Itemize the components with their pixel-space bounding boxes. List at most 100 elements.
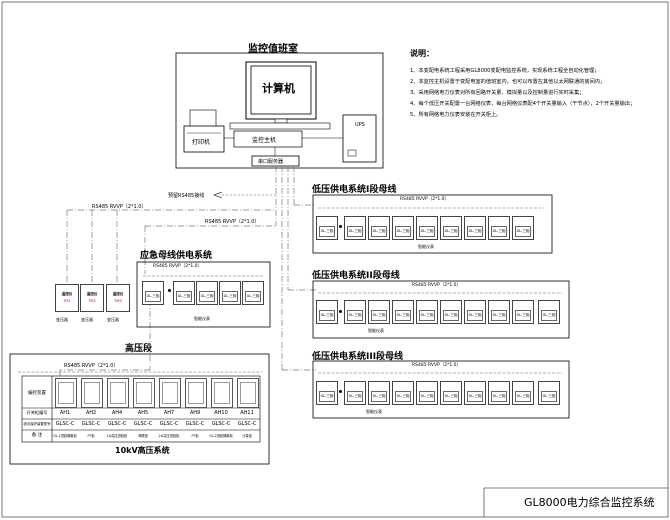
emergency-meter: GL-三相	[219, 281, 241, 305]
low3-meter: GL-三相	[392, 381, 414, 405]
temperature-controller-tm2: 温控仪 TM2	[80, 284, 104, 312]
hv-row-label: 开关柜编号	[26, 410, 48, 415]
low3-bus-label: RS485 RVVP（2*1.0）	[412, 363, 462, 368]
low1-meter: GL-三相	[392, 216, 414, 240]
transformer-caption: 变压器	[81, 317, 93, 322]
note-item: 1、本变配电系统工程采用GL8000变配电监控系统，实现系统工程全自动化管理；	[410, 68, 600, 74]
hv-cabinet-note: 2#高压进线柜	[158, 434, 180, 438]
low1-caption: 智能仪表	[418, 244, 434, 249]
meter-label: GL-三相	[347, 391, 363, 402]
hv-cabinet-id: AH2	[85, 410, 97, 416]
computer-label: 计算机	[262, 82, 295, 95]
device-tag: TM3	[114, 299, 122, 303]
meter-label: GL-三相	[347, 226, 363, 237]
hv-cabinet-note: GL-2进线隔离柜	[209, 434, 233, 438]
junction-dot	[339, 225, 342, 228]
serial-server-label: 串口服务器	[258, 159, 284, 165]
meter-label: GL-三相	[491, 391, 507, 402]
hv-cabinet-id: AH4	[111, 410, 123, 416]
low3-meter: GL-三相	[316, 381, 338, 405]
meter-label: GL-三相	[319, 391, 335, 402]
rs485-left-label: RS485 RVVP（2*1.0）	[92, 204, 147, 210]
low3-meter: GL-三相	[368, 381, 390, 405]
hv-title: 高压段	[125, 344, 153, 354]
meter-label: GL-三相	[443, 310, 459, 321]
hv-cabinet-note: GL-1进线隔离柜	[53, 434, 77, 438]
device-tag: TM1	[63, 299, 71, 303]
meter-label: GL-三相	[371, 226, 387, 237]
meter-label: GL-三相	[541, 310, 557, 321]
hv-cabinet-model: GLSC-C	[133, 421, 153, 427]
meter-label: GL-三相	[176, 291, 192, 302]
meter-label: GL-三相	[467, 310, 483, 321]
host-label: 监控主机	[252, 137, 277, 144]
hv-cabinet-note: PT柜	[87, 434, 95, 438]
low1-meter: GL-三相	[368, 216, 390, 240]
meter-label: GL-三相	[443, 226, 459, 237]
meter-label: GL-三相	[467, 226, 483, 237]
meter-label: GL-三相	[199, 291, 215, 302]
low3-caption: 智能仪表	[366, 409, 382, 414]
low1-meter: GL-三相	[440, 216, 462, 240]
hv-cabinet-model: GLSC-C	[55, 421, 75, 427]
note-item: 5、所有网络电力仪表安装在开关柜上。	[410, 112, 502, 118]
hv-row-label: 综合保护装置型号	[23, 422, 51, 426]
emergency-meter: GL-三相	[242, 281, 264, 305]
low3-meter: GL-三相	[440, 381, 462, 405]
emergency-meter: GL-三相	[196, 281, 218, 305]
hv-protection-device	[211, 378, 233, 408]
hv-cabinet-id: AH7	[163, 410, 175, 416]
hv-bus-label: RS485 RVVP（2*1.0）	[64, 363, 119, 369]
low1-bus-label: RS485 RVVP（2*1.0）	[400, 197, 450, 202]
low3-meter: GL-三相	[488, 381, 510, 405]
rs485-trunk	[59, 166, 316, 376]
hv-protection-device	[159, 378, 181, 408]
emergency-caption: 智能仪表	[194, 316, 210, 321]
meter-label: GL-三相	[395, 391, 411, 402]
meter-label: GL-三相	[319, 226, 335, 237]
hv-cabinet-note: PT柜	[191, 434, 199, 438]
hv-row-label: 编控装置	[28, 391, 46, 396]
hv-cabinet-model: GLSC-C	[81, 421, 101, 427]
emergency-meter: GL-三相	[173, 281, 195, 305]
hv-system-name: 10kV高压系统	[115, 446, 170, 455]
emergency-bus-label: RS485 RVVP（2*1.0）	[153, 264, 203, 269]
hv-cabinet-id: AH11	[240, 410, 254, 416]
hv-cabinet-id: AH10	[214, 410, 228, 416]
meter-label: GL-三相	[443, 391, 459, 402]
hv-cabinet-note: 1#高压进线柜	[106, 434, 128, 438]
meter-label: GL-三相	[491, 226, 507, 237]
meter-label: GL-三相	[395, 310, 411, 321]
low2-meter: GL-三相	[512, 300, 534, 324]
low2-meter: GL-三相	[440, 300, 462, 324]
low3-meter: GL-三相	[512, 381, 534, 405]
low1-box	[312, 194, 553, 254]
low1-meter: GL-三相	[416, 216, 438, 240]
reserved-rs485-label: 预留RS485接线	[168, 193, 205, 199]
junction-dot	[339, 310, 342, 313]
meter-label: GL-三相	[395, 226, 411, 237]
monitor-room-box	[175, 52, 384, 169]
hv-cabinet-model: GLSC-C	[211, 421, 231, 427]
junction-dot	[339, 390, 342, 393]
low3-meter: GL-三相	[344, 381, 366, 405]
hv-table-grid	[21, 375, 261, 443]
transformer-caption: 变压器	[56, 317, 68, 322]
meter-label: GL-三相	[347, 310, 363, 321]
device-label: 温控仪	[112, 292, 124, 296]
meter-label: GL-三相	[419, 310, 435, 321]
note-item: 4、每个低压开关配置一台网络仪表，每台网络仪表配4个开关量输入（干节点），2个开…	[410, 101, 636, 107]
emergency-meter: GL-三相	[142, 281, 164, 305]
hv-row-label: 备 注	[31, 433, 43, 438]
low2-title: 低压供电系统II段母线	[312, 271, 400, 281]
hv-cabinet-model: GLSC-C	[107, 421, 127, 427]
meter-label: GL-三相	[419, 391, 435, 402]
meter-label: GL-三相	[319, 310, 335, 321]
emergency-title: 应急母线供电系统	[140, 251, 213, 261]
meter-label: GL-三相	[491, 310, 507, 321]
hv-cabinet-id: AH1	[59, 410, 71, 416]
hv-protection-device	[237, 378, 259, 408]
device-tag: TM2	[88, 299, 96, 303]
